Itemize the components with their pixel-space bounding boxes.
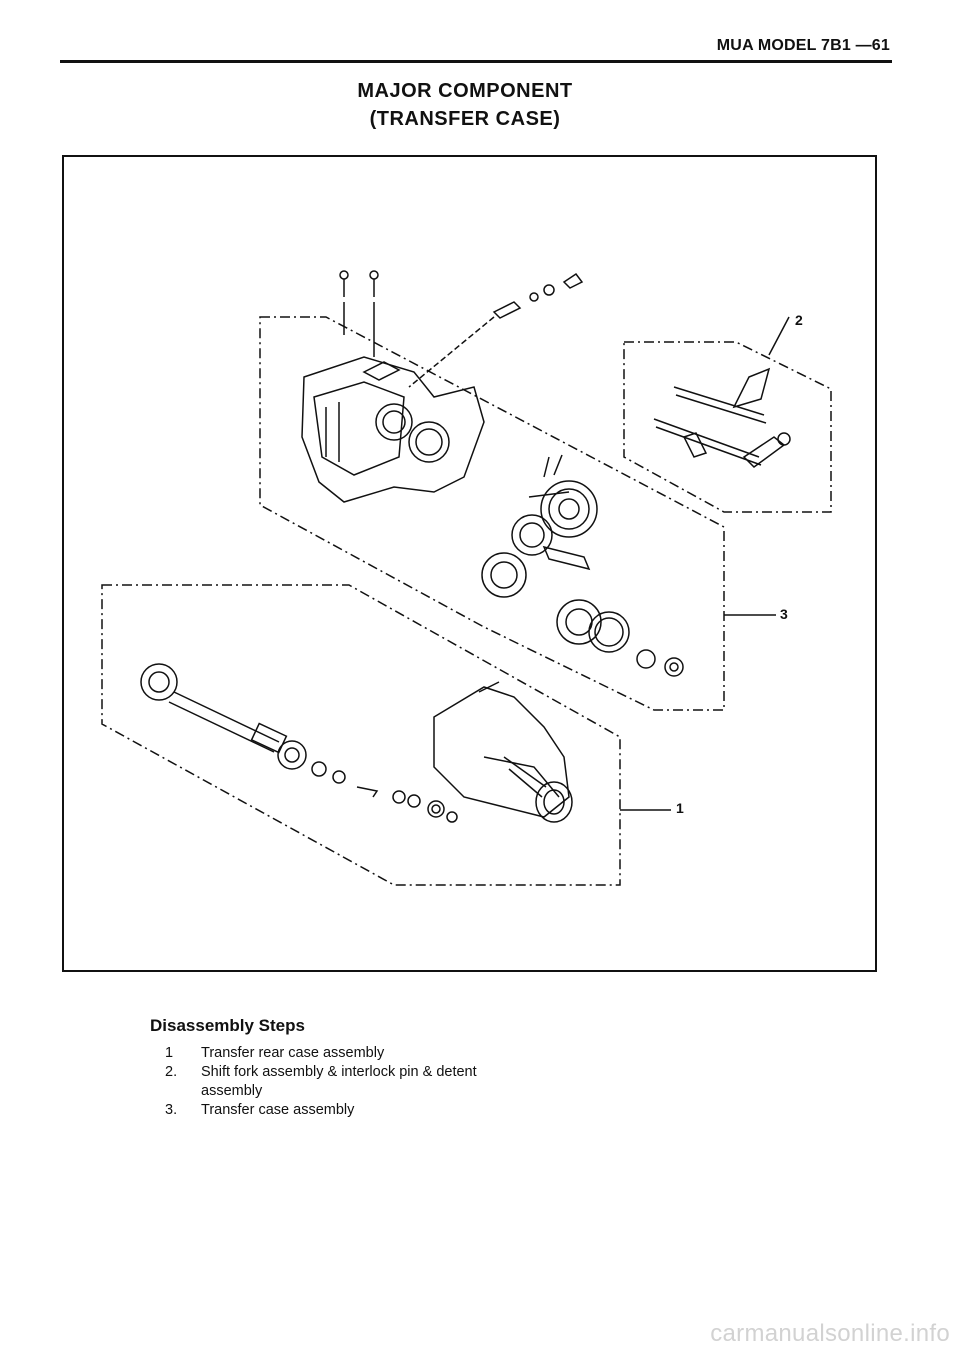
callout-1: 1 [676, 800, 684, 816]
step-number: 1 [165, 1045, 174, 1061]
disassembly-steps-heading: Disassembly Steps [150, 1016, 305, 1035]
group-outline-shift-fork [623, 341, 832, 513]
shift-fork-assembly-icon [653, 316, 791, 468]
exploded-view-figure [62, 155, 877, 972]
step-number: 3. [165, 1102, 178, 1118]
callout-3: 3 [780, 606, 788, 622]
page-title: MAJOR COMPONENT [357, 80, 573, 102]
step-text: Shift fork assembly & interlock pin & de… [201, 1064, 477, 1099]
step-text: Transfer case assembly [201, 1102, 355, 1118]
gear-icon [481, 454, 684, 677]
disassembly-steps-list: 1 Transfer rear case assembly 2. Shift f… [165, 1044, 525, 1120]
detent-plug-icon [408, 272, 584, 388]
transfer-rear-case-icon [433, 681, 573, 823]
transfer-case-housing-icon [301, 356, 485, 503]
page-subtitle: (TRANSFER CASE) [369, 108, 561, 130]
bolt-icon [339, 270, 379, 357]
page-header-code: MUA MODEL 7B1 —61 [716, 37, 890, 54]
step-text: Transfer rear case assembly [201, 1045, 385, 1061]
list-item: 1 Transfer rear case assembly [165, 1044, 525, 1063]
list-item: 3. Transfer case assembly [165, 1101, 525, 1120]
callout-2: 2 [795, 312, 803, 328]
step-number: 2. [165, 1064, 178, 1080]
exploded-view-drawing [101, 270, 832, 886]
group-outline-rear-case [101, 584, 621, 886]
group-outline-transfer-case [259, 316, 725, 711]
list-item: 2. Shift fork assembly & interlock pin &… [165, 1063, 525, 1101]
output-shaft-icon [140, 663, 458, 823]
watermark: carmanualsonline.info [710, 1320, 950, 1347]
header-rule [60, 60, 892, 63]
